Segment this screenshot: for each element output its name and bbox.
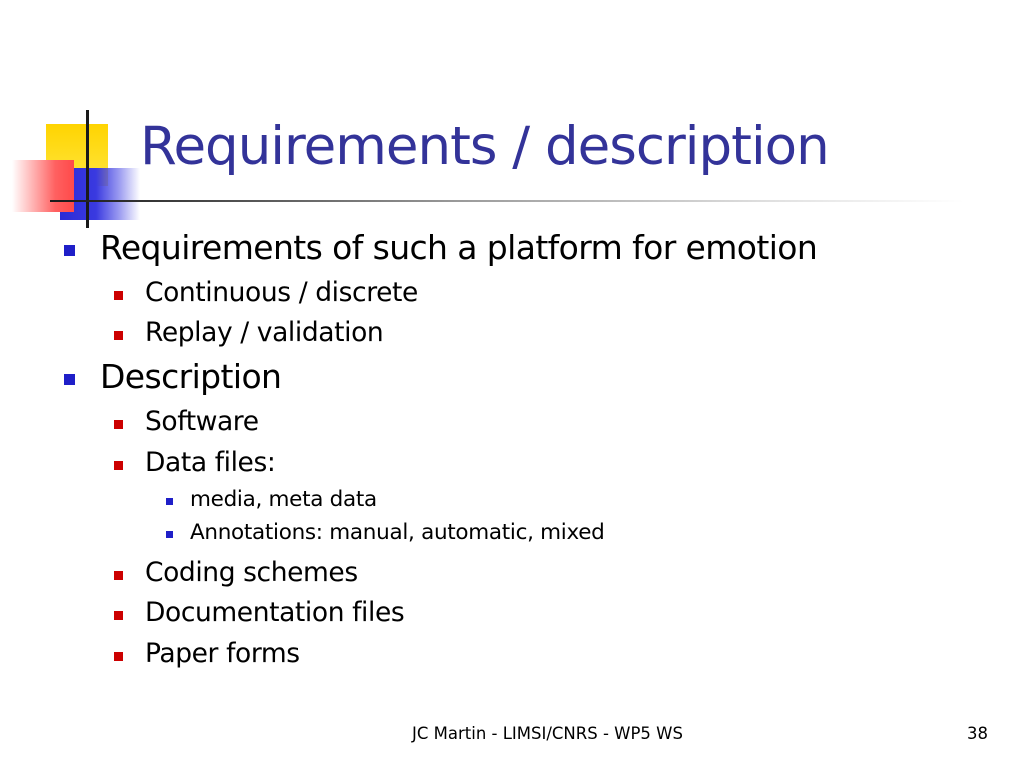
sub-bullet-square-icon: [114, 611, 123, 620]
sub-bullet-item: Paper forms: [114, 637, 300, 671]
sub-bullet-item: Documentation files: [114, 596, 405, 630]
sub-bullet-text: Documentation files: [145, 597, 405, 628]
page-number: 38: [967, 724, 988, 743]
sub-bullet-text: Continuous / discrete: [145, 277, 418, 308]
sub-bullet-text: Software: [145, 406, 259, 437]
sub-bullet-square-icon: [114, 652, 123, 661]
sub-bullet-item: Coding schemes: [114, 556, 358, 590]
sub-bullet-square-icon: [114, 331, 123, 340]
sub-bullet-item: Continuous / discrete: [114, 276, 418, 310]
sub-sub-bullet-text: Annotations: manual, automatic, mixed: [190, 520, 605, 545]
sub-bullet-text: Replay / validation: [145, 317, 384, 348]
bullet-text: Requirements of such a platform for emot…: [100, 228, 818, 267]
bullet-square-icon: [64, 245, 75, 256]
sub-sub-bullet-item: Annotations: manual, automatic, mixed: [166, 519, 605, 547]
sub-sub-bullet-item: media, meta data: [166, 486, 377, 514]
sub-bullet-text: Paper forms: [145, 638, 300, 669]
sub-bullet-item: Replay / validation: [114, 316, 384, 350]
sub-bullet-square-icon: [114, 571, 123, 580]
sub-sub-bullet-text: media, meta data: [190, 487, 377, 512]
sub-bullet-square-icon: [114, 461, 123, 470]
sub-bullet-item: Data files:: [114, 446, 276, 480]
footer-text: JC Martin - LIMSI/CNRS - WP5 WS: [412, 724, 683, 743]
bullet-item: Requirements of such a platform for emot…: [64, 228, 818, 268]
slide-title: Requirements / description: [140, 116, 830, 177]
sub-sub-bullet-square-icon: [166, 498, 173, 505]
ornament-vertical-line: [86, 110, 89, 228]
sub-sub-bullet-square-icon: [166, 531, 173, 538]
sub-bullet-square-icon: [114, 420, 123, 429]
sub-bullet-text: Coding schemes: [145, 557, 358, 588]
sub-bullet-square-icon: [114, 291, 123, 300]
bullet-text: Description: [100, 357, 282, 396]
bullet-item: Description: [64, 357, 282, 397]
ornament-red-square: [12, 160, 74, 212]
title-underline: [50, 200, 964, 202]
sub-bullet-item: Software: [114, 405, 259, 439]
sub-bullet-text: Data files:: [145, 447, 276, 478]
bullet-square-icon: [64, 374, 75, 385]
